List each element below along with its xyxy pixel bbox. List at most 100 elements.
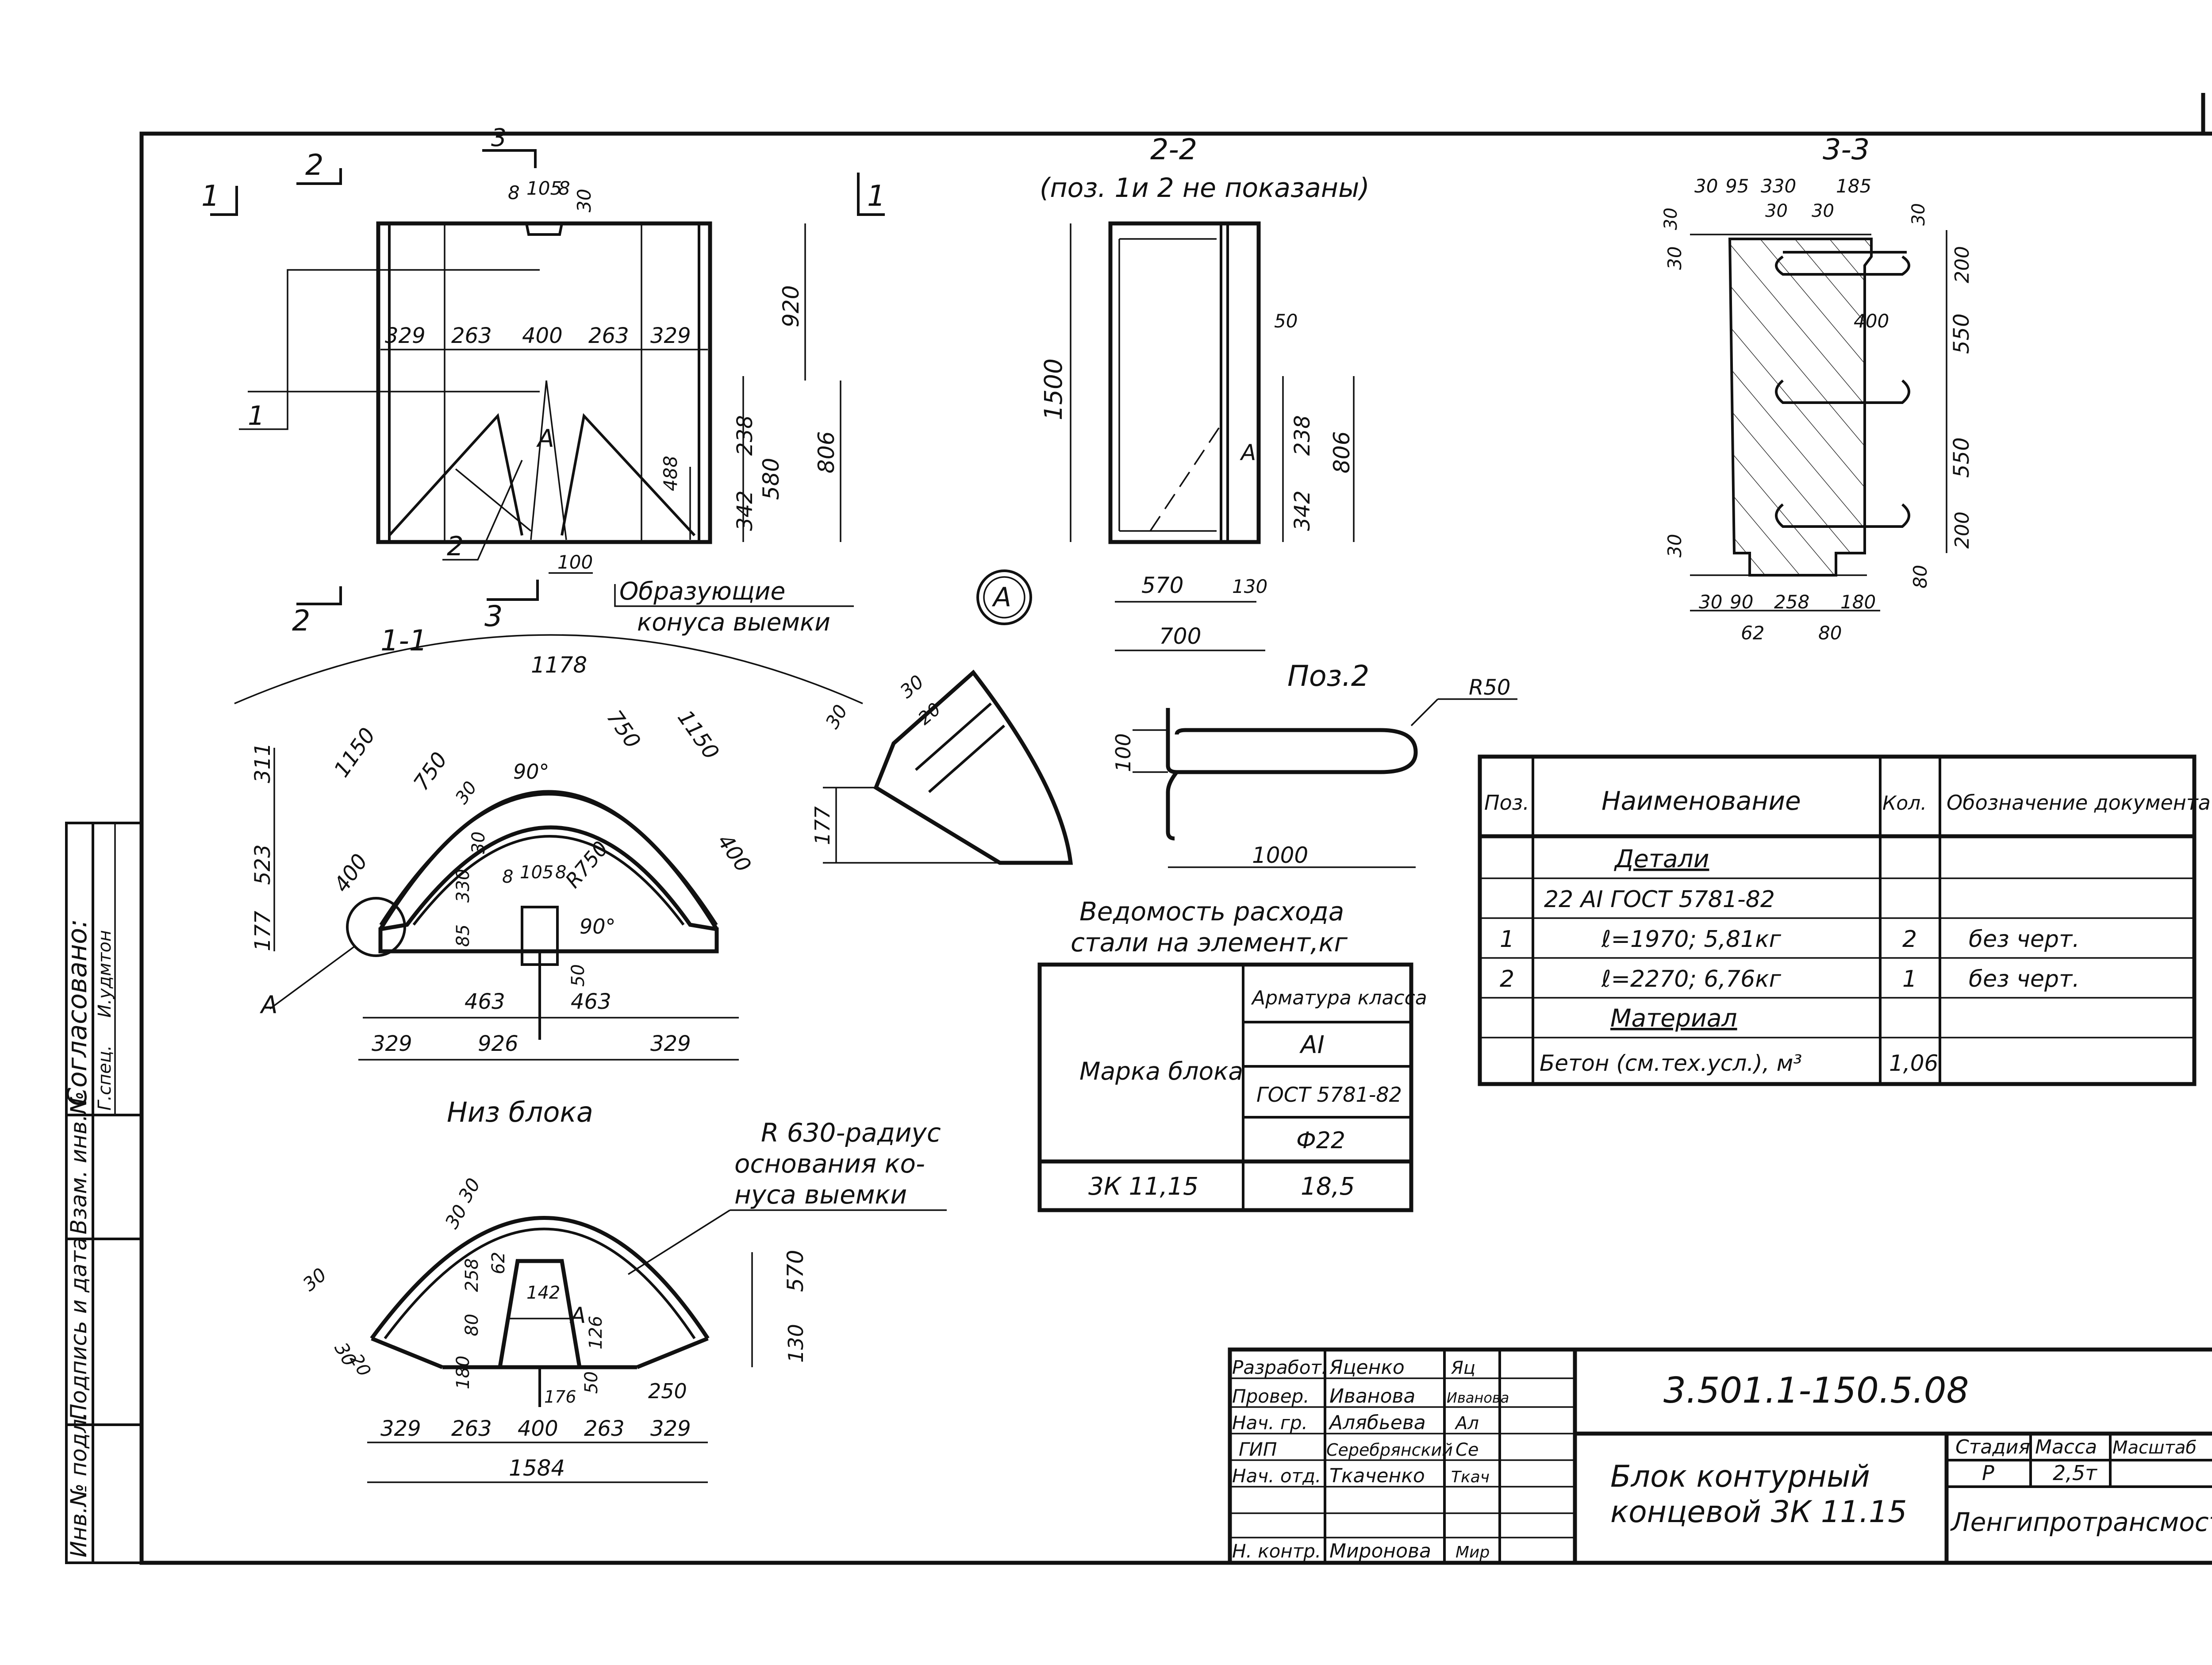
- s22-dim-342: 342: [1290, 490, 1315, 531]
- sig-name-3: Алябьева: [1328, 1411, 1426, 1434]
- section-1-1: 1-1 1178 311 523 177 1150 750 750 1150 4…: [234, 624, 863, 1061]
- s33-right-550a: 550: [1949, 313, 1974, 354]
- s33-inner-400: 400: [1854, 310, 1889, 332]
- value-mass: 2,5т: [2053, 1461, 2097, 1485]
- s11-angle-90a: 90°: [513, 760, 549, 784]
- s33-top-330: 330: [1761, 175, 1796, 197]
- bottom-dim-130: 130: [784, 1324, 808, 1363]
- s11-dim-329a: 329: [372, 1031, 412, 1056]
- s33-top-95: 95: [1725, 175, 1749, 197]
- s11-dim-400b: 400: [712, 830, 756, 877]
- sig-sign-4: Се: [1455, 1440, 1479, 1460]
- front-dim-mid-5: 329: [650, 323, 691, 348]
- bottom-dim-30b: 30: [454, 1174, 484, 1206]
- front-note-1: Образующие: [619, 577, 785, 605]
- bottom-note-3: нуса выемки: [734, 1180, 907, 1210]
- s11-dim-1150a: 1150: [329, 723, 380, 782]
- s11-dim-750a: 750: [409, 748, 452, 795]
- section-mark-1-left: 1: [201, 180, 219, 213]
- s33-title: 3-3: [1823, 133, 1870, 166]
- spec-row-5-name: Материал: [1610, 1004, 1737, 1032]
- s11-dim-330: 330: [453, 869, 473, 903]
- s22-dim-238: 238: [1290, 415, 1315, 456]
- s22-title: 2-2: [1150, 133, 1197, 166]
- bottom-dim-30c: 30: [299, 1264, 330, 1296]
- detailA-dim-30a: 30: [896, 671, 928, 703]
- spec-row-1-name: Детали: [1613, 845, 1709, 873]
- head-scale: Масштаб: [2112, 1438, 2197, 1458]
- front-callout-2: 2: [447, 531, 464, 562]
- sig-sign-3: Ал: [1454, 1413, 1479, 1434]
- side-small-2: И.удмтон: [95, 930, 115, 1018]
- s11-dim-750b: 750: [602, 706, 645, 753]
- s33-top-30c: 30: [1812, 201, 1834, 221]
- title-block: Разработ. Яценко Яц Провер. Иванова Иван…: [1228, 1347, 2212, 1565]
- s33-bot-258: 258: [1774, 591, 1809, 613]
- front-note-2: конуса выемки: [637, 608, 830, 636]
- sig-name-6: Миронова: [1329, 1540, 1431, 1562]
- spec-row-4-name: ℓ=2270; 6,76кг: [1601, 966, 1782, 992]
- pos2-dim-100: 100: [1111, 733, 1135, 772]
- front-dim-top-1: 8: [508, 182, 520, 204]
- s11-dim-523: 523: [250, 844, 275, 885]
- bottom-dim-180: 180: [453, 1356, 473, 1389]
- steel-value: 18,5: [1301, 1172, 1355, 1200]
- front-dim-mid-2: 263: [451, 323, 492, 348]
- side-field-2: Подпись и дата: [66, 1237, 92, 1420]
- spec-row-2-name: 22 АI ГОСТ 5781-82: [1544, 886, 1775, 913]
- detailA-label: А: [991, 582, 1011, 613]
- s22-dim-806: 806: [1329, 431, 1355, 473]
- pos2-title: Поз.2: [1287, 660, 1369, 693]
- organization: Ленгипротрансмост: [1950, 1507, 2212, 1537]
- s33-bot-80: 80: [1818, 622, 1842, 644]
- front-label-A: А: [536, 424, 554, 453]
- s33-left-30a: 30: [1664, 246, 1686, 270]
- s22-subtitle: (поз. 1и 2 не показаны): [1040, 173, 1370, 204]
- bottom-dim-263b: 263: [584, 1416, 625, 1441]
- s33-top-30d: 30: [1661, 208, 1681, 230]
- head-mass: Масса: [2035, 1436, 2097, 1458]
- front-dim-bottom: 100: [557, 551, 593, 573]
- bottom-dim-570: 570: [783, 1250, 808, 1292]
- sig-name-4: Серебрянский: [1326, 1440, 1453, 1460]
- spec-row-3-qty: 2: [1902, 926, 1917, 953]
- bottom-dim-80: 80: [462, 1314, 482, 1336]
- bottom-dim-62: 62: [488, 1252, 509, 1274]
- s11-dim-1178: 1178: [531, 652, 587, 678]
- s33-top-30e: 30: [1909, 203, 1929, 226]
- front-dim-mid-4: 263: [588, 323, 629, 348]
- spec-head-qty: Кол.: [1882, 792, 1927, 815]
- front-view: 8 105 8 30 329 263 400 263 329 920 806 5…: [201, 123, 885, 638]
- steel-head-class: Арматура класса: [1251, 987, 1427, 1009]
- bottom-note-1: R 630-радиус: [761, 1118, 941, 1148]
- s11-dim-105: 105: [520, 862, 553, 883]
- sig-sign-2: Иванова: [1447, 1389, 1509, 1406]
- bottom-dim-258: 258: [462, 1258, 482, 1292]
- s11-dim-463b: 463: [571, 989, 611, 1014]
- s22-dim-50: 50: [1274, 310, 1298, 332]
- steel-head-mark: Марка блока: [1079, 1057, 1243, 1085]
- spec-table: Поз. Наименование Кол. Обозначение докум…: [1478, 754, 2211, 1086]
- sig-sign-1: Яц: [1451, 1358, 1475, 1378]
- steel-title-2: стали на элемент,кг: [1071, 927, 1348, 957]
- pos2-dim-1000: 1000: [1252, 842, 1308, 868]
- bottom-dim-263a: 263: [451, 1416, 492, 1441]
- s22-dim-570: 570: [1141, 573, 1183, 598]
- spec-row-3-pos: 1: [1500, 926, 1514, 953]
- sig-role-3: Нач. гр.: [1232, 1412, 1308, 1434]
- s11-dim-311: 311: [250, 742, 275, 783]
- steel-title-1: Ведомость расхода: [1079, 896, 1344, 927]
- side-field-1: Инв.№ подл.: [66, 1412, 92, 1557]
- front-dim-right-238: 238: [733, 415, 757, 456]
- bottom-dim-400: 400: [518, 1416, 558, 1441]
- sig-sign-6: Мир: [1455, 1543, 1490, 1561]
- detail-A: А 30 20 30 177: [810, 569, 1073, 865]
- title-line-2: концевой 3К 11.15: [1610, 1495, 1907, 1530]
- bottom-dim-250: 250: [648, 1379, 687, 1403]
- s33-bot-90: 90: [1730, 591, 1753, 613]
- sig-role-5: Нач. отд.: [1232, 1465, 1321, 1487]
- s33-left-30b: 30: [1664, 534, 1686, 558]
- side-stamp: Согласовано: Инв.№ подл. Подпись и дата …: [62, 822, 143, 1564]
- bottom-view: Низ блока R 630-радиус основания ко- нус…: [299, 1096, 947, 1483]
- front-dim-right-488: 488: [660, 456, 681, 491]
